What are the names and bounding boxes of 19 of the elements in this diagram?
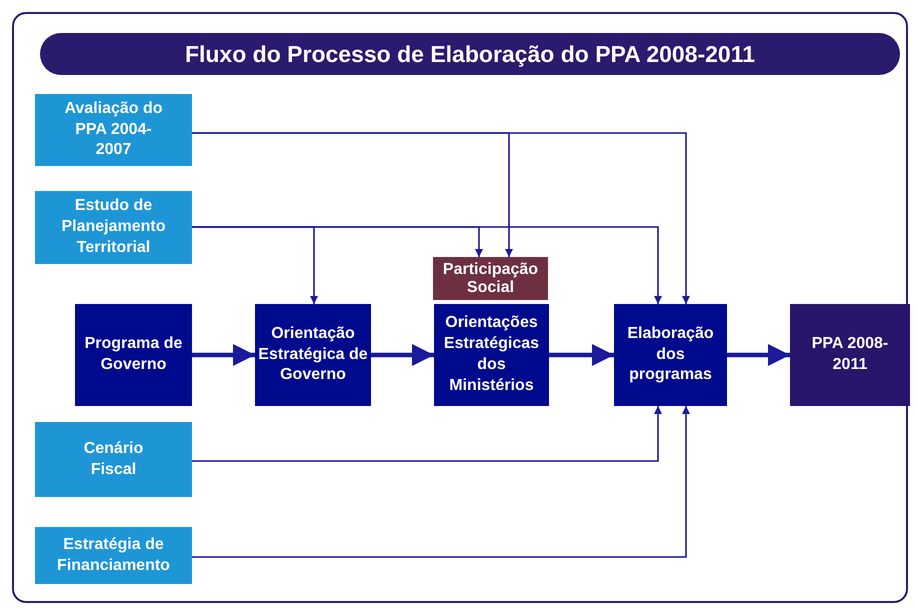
process-box: Participação Social [433,257,548,300]
title-banner: Fluxo do Processo de Elaboração do PPA 2008-2011 [40,33,900,75]
arrow [192,406,662,462]
arrow [727,344,790,366]
process-box: Orientação Estratégica de Governo [255,304,371,406]
arrow [192,406,690,558]
process-box: Elaboração dos programas [614,304,727,406]
arrow [192,226,662,304]
arrow [192,132,690,304]
process-box: PPA 2008-2011 [790,304,910,406]
process-box: Orientações Estratégicas dos Ministérios [434,304,549,406]
process-box: Estratégia de Financiamento [35,527,192,584]
arrow [371,344,434,366]
process-box: Programa de Governo [75,304,192,406]
arrow [549,344,614,366]
arrow [192,344,255,366]
process-box: Estudo de Planejamento Territorial [35,191,192,264]
process-box: Cenário Fiscal [35,422,192,497]
process-box: Avaliação do PPA 2004-2007 [35,94,192,166]
